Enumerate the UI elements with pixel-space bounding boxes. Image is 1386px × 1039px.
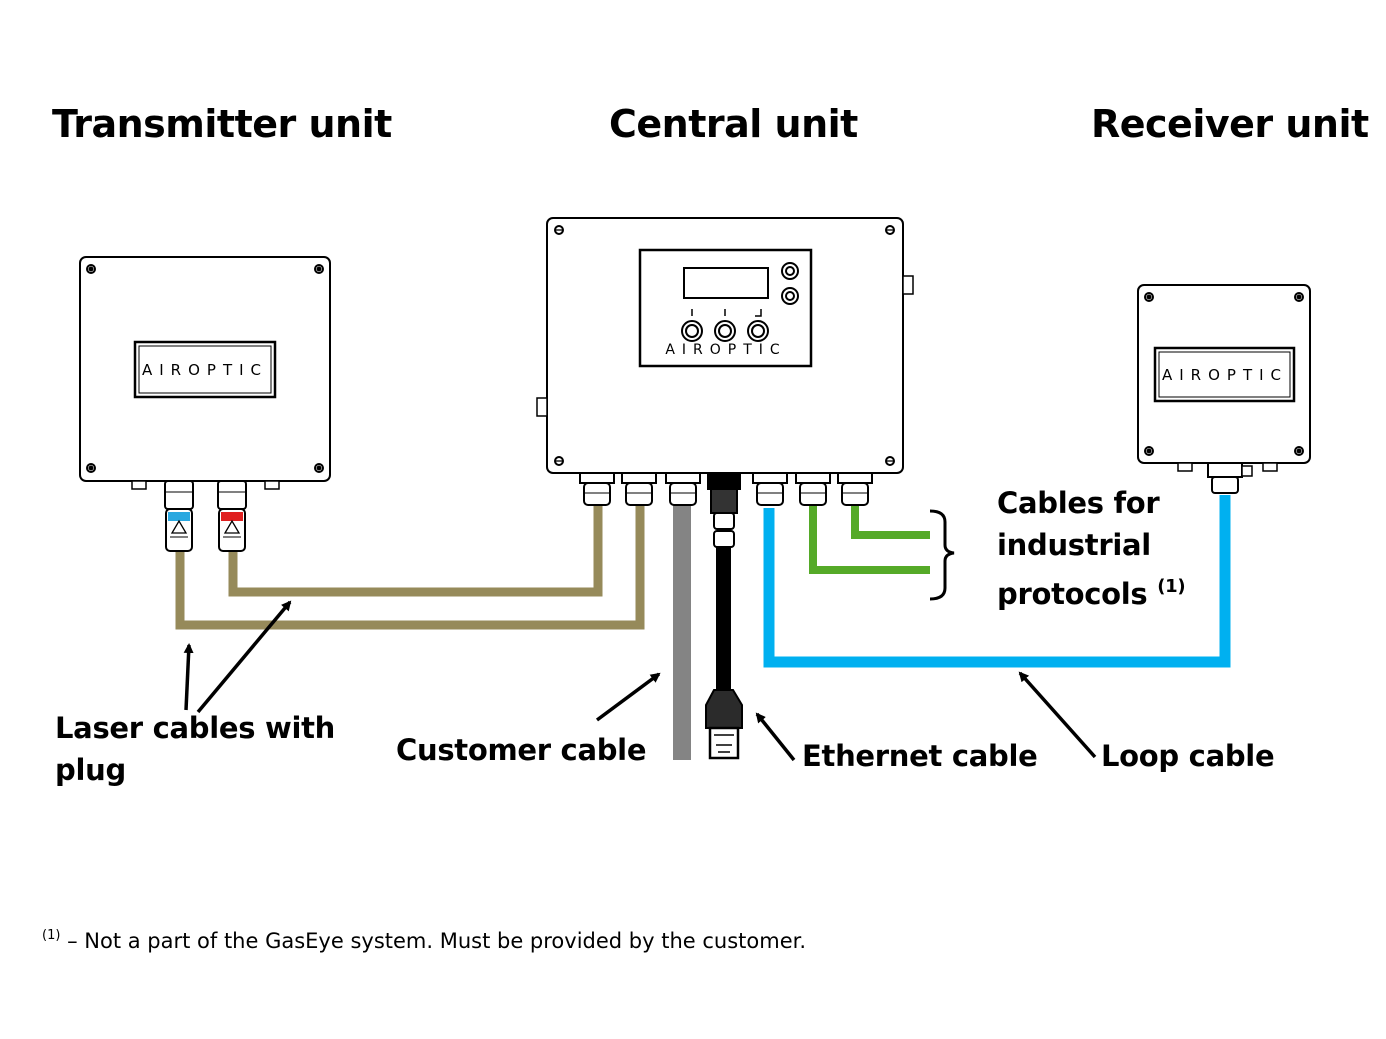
arrow-icon — [196, 600, 292, 714]
brand-logo: AIROPTIC — [1162, 366, 1288, 384]
arrow-icon — [183, 643, 194, 711]
indicator-led — [781, 262, 799, 280]
screw-icon — [885, 456, 895, 466]
ethernet-connector — [707, 472, 741, 548]
transmitter-unit-heading: Transmitter unit — [52, 102, 392, 146]
cable-gland — [837, 472, 873, 506]
industrial-cables-label: Cables for industrial protocols (1) — [997, 482, 1186, 615]
footnote-marker: (1) — [1157, 576, 1186, 597]
screw-icon — [1144, 292, 1154, 302]
cable-gland — [665, 472, 701, 506]
customer-cable — [673, 505, 691, 760]
screw-icon — [1294, 446, 1304, 456]
brand-logo: AIROPTIC — [665, 342, 786, 358]
cable-gland — [579, 472, 615, 506]
screw-icon — [314, 264, 324, 274]
rj45-plug-icon — [705, 689, 743, 760]
laser-plug-connector — [164, 480, 194, 552]
screw-icon — [885, 225, 895, 235]
loop-cable — [763, 495, 1231, 668]
indicator-led — [781, 287, 799, 305]
ethernet-cable-label: Ethernet cable — [802, 739, 1038, 773]
receiver-unit-heading: Receiver unit — [1091, 102, 1369, 146]
arrow-icon — [1018, 671, 1097, 759]
down-button — [714, 309, 736, 342]
loop-cable-label: Loop cable — [1101, 739, 1275, 773]
laser-label-line1: Laser cables with — [55, 711, 336, 745]
laser-cable-outer — [175, 505, 645, 630]
cable-gland — [795, 472, 831, 506]
industrial-label-line1: Cables for — [997, 486, 1160, 520]
screw-icon — [554, 456, 564, 466]
arrow-icon — [595, 672, 661, 722]
laser-cable-inner — [228, 505, 603, 597]
enter-button — [747, 309, 769, 342]
central-unit — [536, 217, 914, 548]
screw-icon — [1294, 292, 1304, 302]
laser-label-line2: plug — [55, 753, 126, 787]
screw-icon — [554, 225, 564, 235]
central-unit-heading: Central unit — [609, 102, 858, 146]
up-button — [681, 309, 703, 342]
customer-cable-label: Customer cable — [396, 733, 647, 767]
ethernet-cable — [716, 545, 731, 690]
screw-icon — [1144, 446, 1154, 456]
display-screen — [683, 267, 769, 299]
footnote-text: – Not a part of the GasEye system. Must … — [60, 929, 807, 953]
screw-icon — [86, 264, 96, 274]
cable-gland — [621, 472, 657, 506]
industrial-cable-2 — [809, 505, 930, 574]
receiver-unit — [1137, 284, 1311, 494]
industrial-label-line2: industrial — [997, 528, 1151, 562]
brace-icon — [929, 509, 955, 601]
industrial-label-line3: protocols (1) — [997, 576, 1186, 611]
laser-plug-connector — [217, 480, 247, 552]
laser-cables — [175, 505, 645, 630]
laser-cables-label: Laser cables with plug — [55, 707, 335, 791]
industrial-cable-1 — [851, 505, 930, 539]
brand-logo: AIROPTIC — [142, 361, 268, 379]
arrow-icon — [755, 712, 796, 762]
cable-gland — [752, 472, 788, 506]
screw-icon — [86, 463, 96, 473]
screw-icon — [314, 463, 324, 473]
transmitter-unit — [79, 256, 331, 552]
loop-cable-connector — [1207, 462, 1253, 494]
footnote: (1) – Not a part of the GasEye system. M… — [42, 928, 806, 953]
footnote-marker: (1) — [42, 928, 61, 943]
